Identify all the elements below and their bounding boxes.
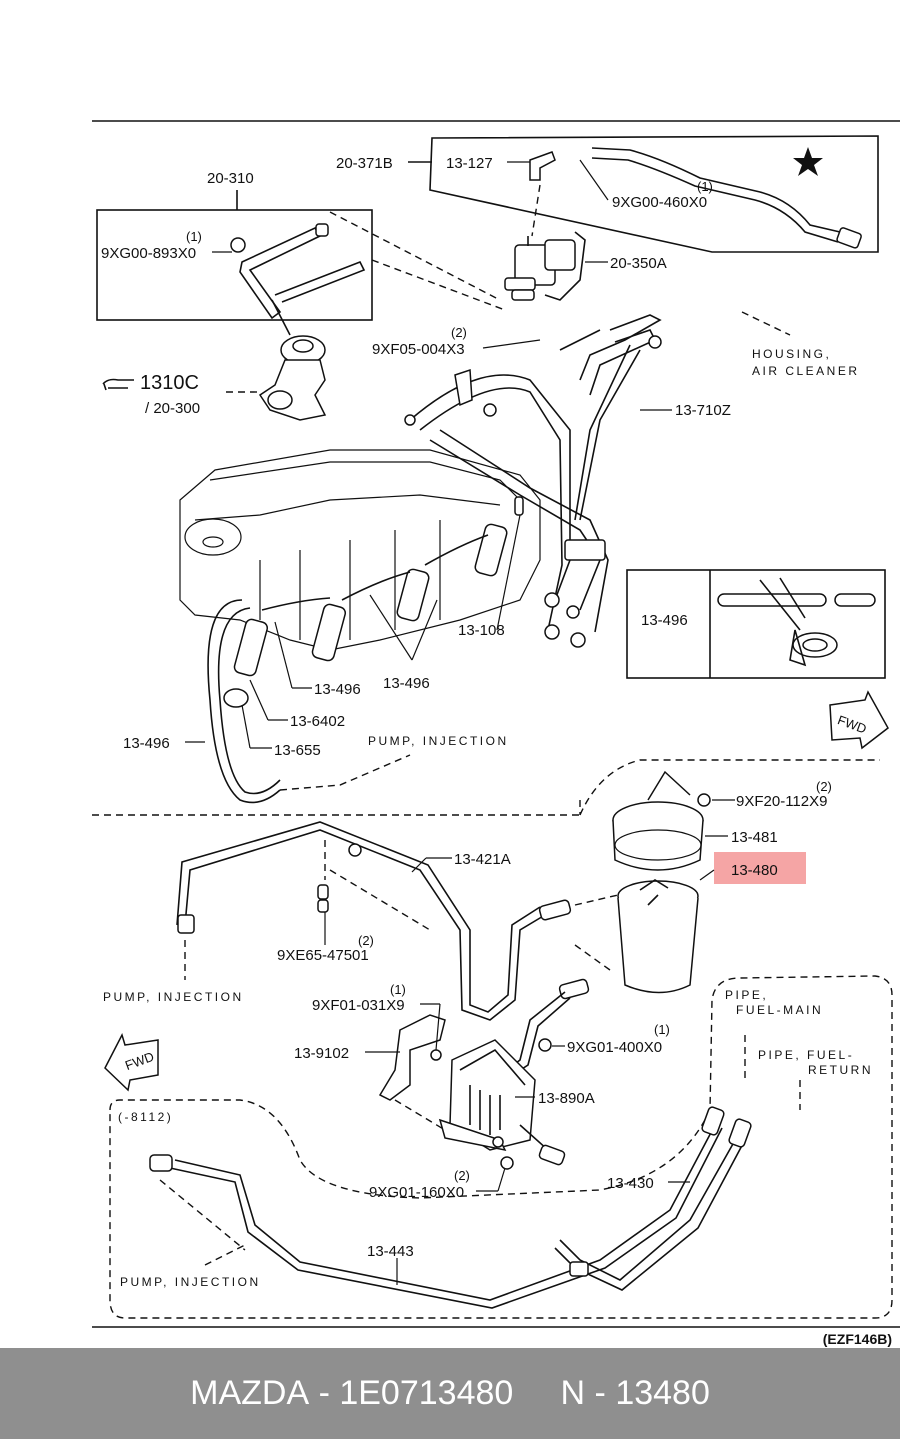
box-13-496 xyxy=(626,569,886,679)
engine-outline xyxy=(179,449,541,651)
label-pump-injection-1: PUMP, INJECTION xyxy=(368,734,509,748)
injectors xyxy=(207,496,524,804)
hose-20-310 xyxy=(230,223,366,320)
qty-9xg00-893x0: (1) xyxy=(186,229,202,244)
label-9xg00-893x0: 9XG00-893X0 xyxy=(101,245,196,262)
label-9xf05-004x3: 9XF05-004X3 xyxy=(372,341,465,358)
label-13-890a: 13-890A xyxy=(538,1090,595,1107)
footer-part-number: 1E0713480 xyxy=(339,1374,514,1412)
highlight-13-480 xyxy=(714,852,806,884)
label-pipe-main-1: PIPE, xyxy=(725,988,768,1002)
label-9xg00-460x0: 9XG00-460X0 xyxy=(612,194,707,211)
label-13-480: 13-480 xyxy=(731,862,778,879)
qty-9xf20-112x9: (2) xyxy=(816,779,832,794)
diagram-code: (EZF146B) xyxy=(822,1331,892,1347)
footer-ref-number: 13480 xyxy=(615,1374,710,1412)
label-13-496-c: 13-496 xyxy=(123,735,170,752)
sedimenter xyxy=(378,1014,566,1170)
star-icon xyxy=(793,147,823,176)
region-8112 xyxy=(109,975,893,1319)
fuel-lines-lower xyxy=(176,821,590,1081)
footer-ref: N xyxy=(560,1374,586,1412)
label-13-496-box: 13-496 xyxy=(641,612,688,629)
label-20-371b: 20-371B xyxy=(336,155,393,172)
hose-13-127 xyxy=(529,147,862,249)
label-housing: HOUSING, xyxy=(752,347,831,361)
return-pipes xyxy=(149,1106,752,1309)
footer-bar: MAZDA - 1E0713480 N - 13480 xyxy=(0,1348,900,1439)
pointing-hand-icon xyxy=(102,378,134,391)
label-9xe65-47501: 9XE65-47501 xyxy=(277,947,369,964)
footer-sep-2: - xyxy=(585,1374,616,1412)
footer-gap xyxy=(513,1374,560,1413)
qty-9xg01-400x0: (1) xyxy=(654,1022,670,1037)
label-13-443: 13-443 xyxy=(367,1243,414,1260)
fuel-filter xyxy=(612,770,711,994)
label-13-481: 13-481 xyxy=(731,829,778,846)
egr-valve xyxy=(258,335,327,421)
fwd-arrow-icon-2: FWD xyxy=(104,1033,159,1092)
box-20-371b xyxy=(429,135,879,253)
label-9xg01-160x0: 9XG01-160X0 xyxy=(369,1184,464,1201)
footer-sep-1: - xyxy=(309,1374,340,1412)
label-pipe-main-2: FUEL-MAIN xyxy=(736,1003,823,1017)
qty-9xg00-460x0: (1) xyxy=(697,179,713,194)
qty-9xf01-031x9: (1) xyxy=(390,982,406,997)
label-13-421a: 13-421A xyxy=(454,851,511,868)
footer-brand: MAZDA xyxy=(190,1374,310,1412)
label-13-710z: 13-710Z xyxy=(675,402,731,419)
label-20-310: 20-310 xyxy=(207,170,254,187)
label-20-300: / 20-300 xyxy=(145,400,200,417)
label-13-655: 13-655 xyxy=(274,742,321,759)
hose-cut-illustration xyxy=(717,577,876,667)
qty-9xg01-160x0: (2) xyxy=(454,1168,470,1183)
qty-9xe65-47501: (2) xyxy=(358,933,374,948)
label-air-cleaner: AIR CLEANER xyxy=(752,364,860,378)
fwd-arrow-icon: FWD xyxy=(829,690,889,750)
label-range-8112: (-8112) xyxy=(118,1110,173,1124)
qty-9xf05-004x3: (2) xyxy=(451,325,467,340)
label-9xg01-400x0: 9XG01-400X0 xyxy=(567,1039,662,1056)
leader-lines xyxy=(185,159,735,1285)
label-1310c: 1310C xyxy=(140,372,199,394)
valve-20-350a xyxy=(504,231,586,301)
label-9xf20-112x9: 9XF20-112X9 xyxy=(736,793,827,810)
label-13-496-b: 13-496 xyxy=(383,675,430,692)
label-pump-injection-2: PUMP, INJECTION xyxy=(103,990,244,1004)
label-pipe-return-2: RETURN xyxy=(808,1063,873,1077)
parts-diagram: 1310C / 20-300 xyxy=(92,120,900,1328)
label-13-9102: 13-9102 xyxy=(294,1045,349,1062)
label-pipe-return-1: PIPE, FUEL- xyxy=(758,1048,854,1062)
label-13-496-a: 13-496 xyxy=(314,681,361,698)
label-20-350a: 20-350A xyxy=(610,255,667,272)
box-20-310 xyxy=(96,209,373,321)
injection-pipes xyxy=(404,314,662,648)
label-pump-injection-3: PUMP, INJECTION xyxy=(120,1275,261,1289)
label-13-6402: 13-6402 xyxy=(290,713,345,730)
label-13-430: 13-430 xyxy=(607,1175,654,1192)
label-9xf01-031x9: 9XF01-031X9 xyxy=(312,997,405,1014)
label-13-108: 13-108 xyxy=(458,622,505,639)
label-13-127: 13-127 xyxy=(446,155,493,172)
